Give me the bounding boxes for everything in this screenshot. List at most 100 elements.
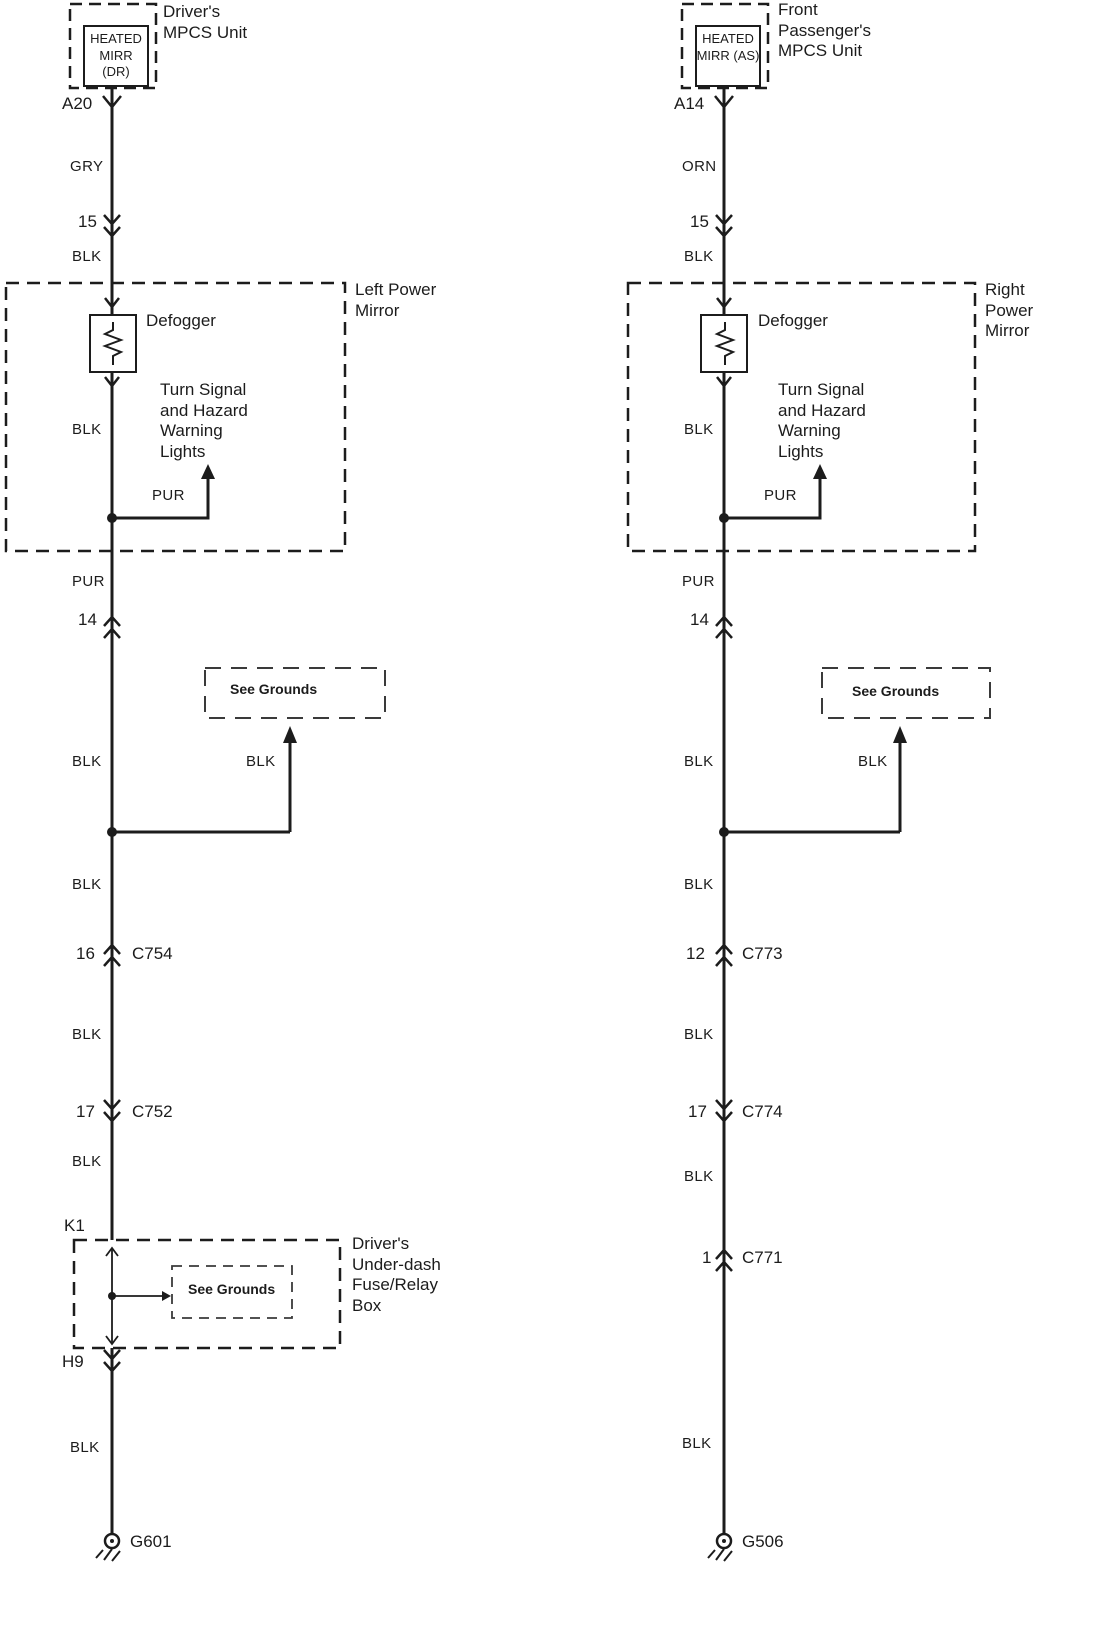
left-ground-label: G601 (130, 1532, 172, 1551)
right-ground-branch-arrow-icon (893, 726, 907, 743)
left-pin-15: 15 (78, 212, 97, 231)
left-wire-color-blk-7: BLK (70, 1439, 100, 1456)
right-connector-c773-label: C773 (742, 944, 783, 963)
left-defogger-resistor-icon (102, 322, 124, 365)
right-pin-17: 17 (688, 1102, 707, 1121)
right-wire-color-blk-3: BLK (684, 753, 714, 770)
right-mpcs-unit-label: Front Passenger's MPCS Unit (778, 0, 872, 61)
left-ground-icon (95, 1548, 121, 1562)
right-heated-mirr-label: HEATED MIRR (AS) (696, 31, 760, 63)
right-power-mirror-box (626, 281, 977, 553)
left-wire-color-blk-2: BLK (72, 421, 102, 438)
left-heated-mirr-box (83, 25, 149, 87)
left-junction-dot (107, 513, 117, 523)
left-power-mirror-label: Left Power Mirror (355, 280, 437, 320)
left-pin-14: 14 (78, 610, 97, 629)
left-wire-color-gry: GRY (70, 158, 104, 175)
right-pin-12: 12 (686, 944, 705, 963)
left-wire-color-blk-6: BLK (72, 1153, 102, 1170)
left-pin-16: 16 (76, 944, 95, 963)
left-pin-a20: A20 (62, 94, 93, 113)
left-power-mirror-box (4, 281, 347, 553)
left-junction-dot (107, 827, 117, 837)
left-fuse-branch-arrow-icon (162, 1291, 171, 1301)
left-connector-c752-label: C752 (132, 1102, 173, 1121)
left-connector-16-icon (103, 943, 121, 967)
right-wire-color-blk-1: BLK (684, 248, 714, 265)
left-circuit-graphics (4, 2, 386, 1562)
right-defogger-in-arrow-icon (716, 297, 732, 310)
left-pin-17: 17 (76, 1102, 95, 1121)
right-defogger-resistor-icon (714, 322, 736, 365)
right-connector-17-icon (715, 1099, 733, 1123)
right-ground-branch-wire (724, 742, 902, 834)
left-fuse-box-label: Driver's Under-dash Fuse/Relay Box (352, 1234, 441, 1316)
right-wire-color-blk-2: BLK (684, 421, 714, 438)
right-connector-c771-label: C771 (742, 1248, 783, 1267)
left-see-grounds-label: See Grounds (230, 681, 318, 697)
left-turn-signal-label: Turn Signal and Hazard Warning Lights (160, 380, 248, 462)
right-pin-1: 1 (702, 1248, 712, 1267)
left-connector-c754-label: C754 (132, 944, 173, 963)
right-power-mirror-label: Right Power Mirror (985, 280, 1034, 341)
right-wire-color-blk-5: BLK (684, 1026, 714, 1043)
right-wire-color-blk-7: BLK (682, 1435, 712, 1452)
left-defogger-in-arrow-icon (104, 297, 120, 310)
left-defogger-label: Defogger (146, 311, 216, 330)
left-pur-branch-wire (112, 478, 210, 520)
left-pur-branch-arrow-icon (201, 464, 215, 479)
right-wire-color-pur-branch: PUR (764, 487, 797, 504)
right-pur-branch-arrow-icon (813, 464, 827, 479)
left-branch-wire-color-blk: BLK (246, 753, 276, 770)
left-connector-17-icon (103, 1099, 121, 1123)
left-mpcs-unit-label: Driver's MPCS Unit (163, 2, 248, 42)
right-ground-label: G506 (742, 1532, 784, 1551)
left-wire-color-blk-4: BLK (72, 876, 102, 893)
left-connector-15-icon (103, 214, 121, 238)
right-connector-12-icon (715, 943, 733, 967)
left-see-grounds-box (204, 667, 386, 719)
left-heated-mirr-label: HEATED MIRR (DR) (90, 31, 142, 80)
right-branch-wire-color-blk: BLK (858, 753, 888, 770)
left-wire-color-blk-3: BLK (72, 753, 102, 770)
left-ground-icon (110, 1539, 114, 1543)
right-connector-c774-label: C774 (742, 1102, 783, 1121)
right-junction-dot (719, 827, 729, 837)
right-see-grounds-box (821, 667, 991, 719)
right-heated-mirr-box (695, 25, 761, 87)
right-wire-color-blk-6: BLK (684, 1168, 714, 1185)
left-wire-color-blk-5: BLK (72, 1026, 102, 1043)
right-connector-14-icon (715, 615, 733, 639)
left-fuse-see-grounds-box (171, 1265, 293, 1319)
right-ground-icon (707, 1548, 733, 1562)
left-ground-branch-wire (112, 742, 292, 834)
right-wire-color-orn: ORN (682, 158, 717, 175)
left-fuse-up-arrow-icon (105, 1246, 119, 1346)
left-ground-branch-arrow-icon (283, 726, 297, 743)
left-wire-color-pur-branch: PUR (152, 487, 185, 504)
right-ground-icon (722, 1539, 726, 1543)
left-connector-14-icon (103, 615, 121, 639)
right-turn-signal-label: Turn Signal and Hazard Warning Lights (778, 380, 866, 462)
right-circuit-graphics (626, 2, 991, 1562)
right-connector-15-icon (715, 214, 733, 238)
left-pin-k1: K1 (64, 1216, 85, 1235)
right-wire-color-blk-4: BLK (684, 876, 714, 893)
right-pin-15: 15 (690, 212, 709, 231)
right-connector-1-icon (715, 1248, 733, 1272)
right-pin-a14: A14 (674, 94, 705, 113)
right-pin-14: 14 (690, 610, 709, 629)
right-defogger-label: Defogger (758, 311, 828, 330)
right-pur-branch-wire (724, 478, 822, 520)
left-fuse-box (72, 1238, 342, 1350)
right-see-grounds-label: See Grounds (852, 683, 940, 699)
right-connector-a14-icon (714, 95, 734, 115)
left-wire-color-pur-2: PUR (72, 573, 105, 590)
left-connector-a20-icon (102, 95, 122, 115)
right-junction-dot (719, 513, 729, 523)
left-pin-h9: H9 (62, 1352, 84, 1371)
left-defogger-out-arrow-icon (104, 376, 120, 389)
right-wire-color-pur-2: PUR (682, 573, 715, 590)
